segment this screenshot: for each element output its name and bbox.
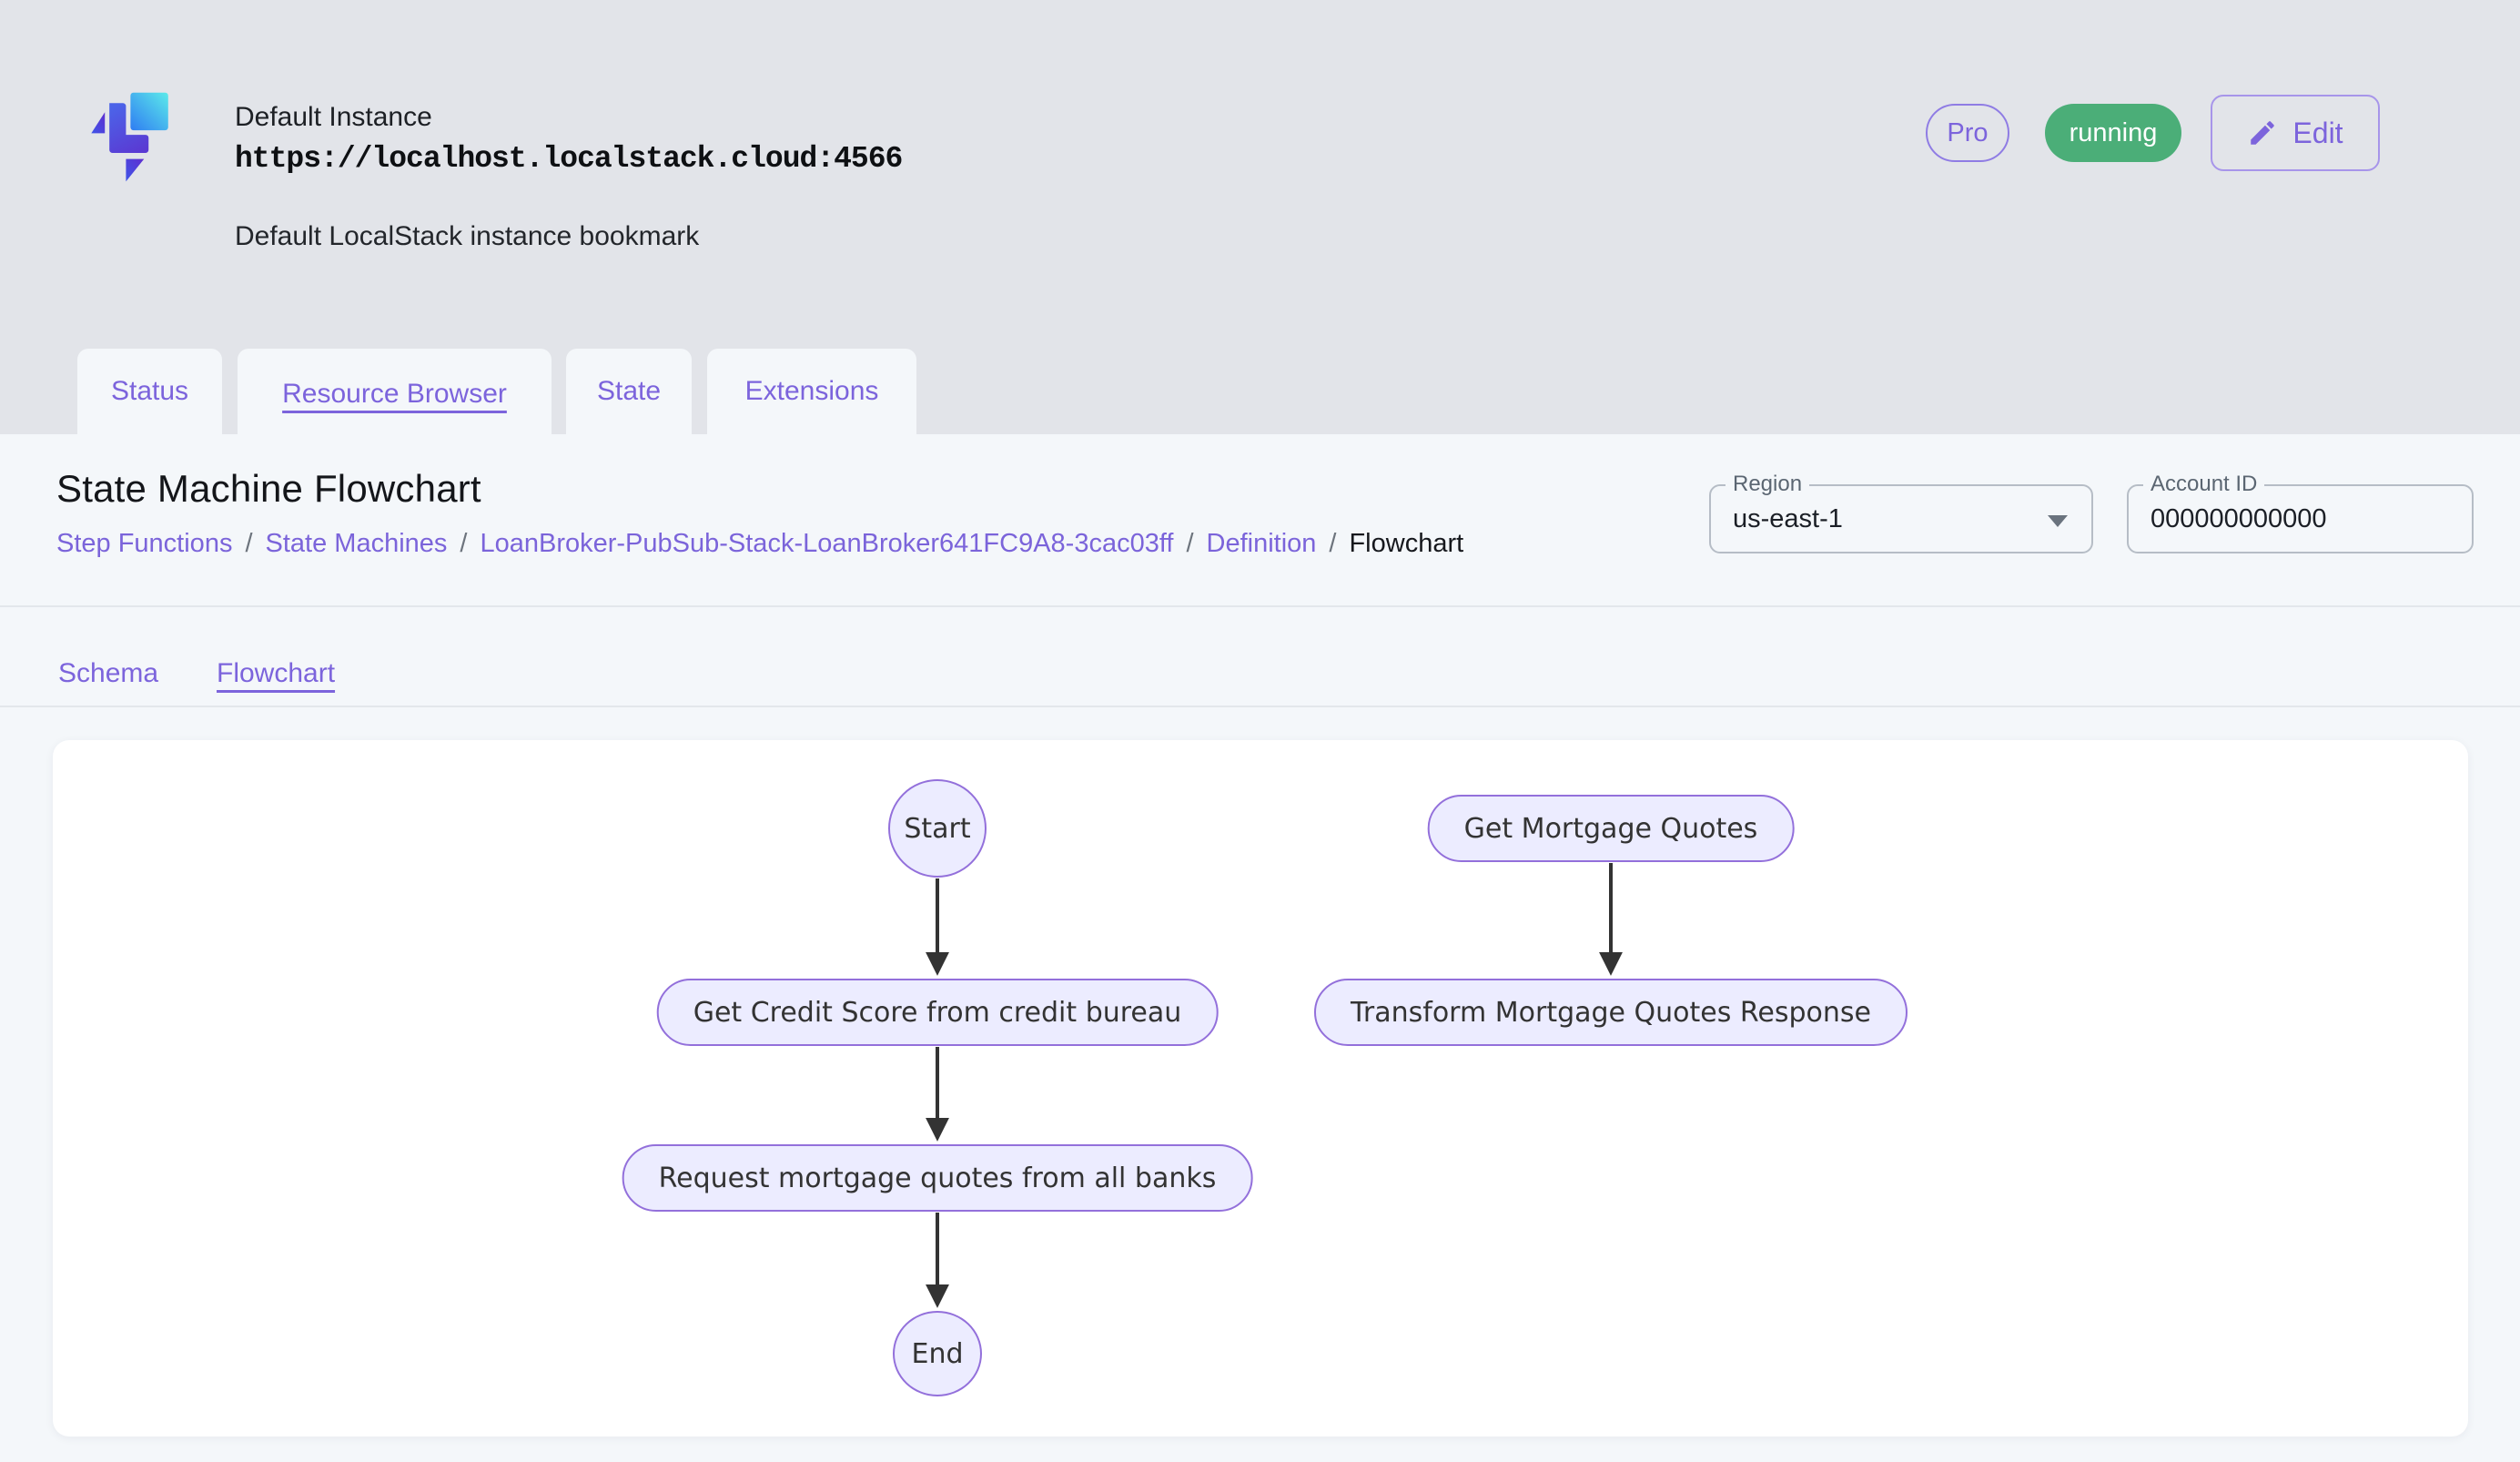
page-title: State Machine Flowchart	[56, 467, 481, 511]
breadcrumb-separator: /	[460, 529, 467, 559]
tab-extensions-label: Extensions	[745, 376, 879, 407]
flowchart-card: Start Get Credit Score from credit burea…	[53, 740, 2468, 1437]
localstack-logo	[88, 91, 185, 197]
account-id-field[interactable]: Account ID	[2127, 484, 2474, 553]
breadcrumb-state-machine-name[interactable]: LoanBroker-PubSub-Stack-LoanBroker641FC9…	[480, 529, 1173, 559]
content-panel: State Machine Flowchart Step Functions /…	[0, 434, 2520, 1462]
divider	[0, 706, 2520, 707]
flow-node-transform-response: Transform Mortgage Quotes Response	[1314, 979, 1908, 1046]
flow-node-get-mortgage-quotes-label: Get Mortgage Quotes	[1464, 813, 1758, 845]
flow-node-end-label: End	[911, 1338, 963, 1370]
tab-resource-browser[interactable]: Resource Browser	[238, 349, 552, 440]
pro-badge: Pro	[1926, 104, 2009, 162]
breadcrumb: Step Functions / State Machines / LoanBr…	[56, 529, 1463, 559]
pro-badge-label: Pro	[1947, 118, 1988, 148]
tab-resource-browser-label: Resource Browser	[282, 379, 507, 410]
breadcrumb-step-functions[interactable]: Step Functions	[56, 529, 232, 559]
breadcrumb-flowchart: Flowchart	[1349, 529, 1463, 559]
flow-node-transform-response-label: Transform Mortgage Quotes Response	[1351, 997, 1871, 1029]
divider	[0, 605, 2520, 607]
region-value: us-east-1	[1733, 486, 1843, 552]
chevron-down-icon	[2048, 515, 2068, 527]
breadcrumb-state-machines[interactable]: State Machines	[266, 529, 448, 559]
flow-node-get-credit-score-label: Get Credit Score from credit bureau	[693, 997, 1182, 1029]
flow-node-get-credit-score: Get Credit Score from credit bureau	[657, 979, 1219, 1046]
breadcrumb-separator: /	[1186, 529, 1193, 559]
breadcrumb-separator: /	[245, 529, 252, 559]
instance-description: Default LocalStack instance bookmark	[235, 221, 699, 252]
tab-status[interactable]: Status	[77, 349, 222, 434]
subtab-schema[interactable]: Schema	[58, 642, 158, 706]
tab-status-label: Status	[111, 376, 188, 407]
instance-url: https://localhost.localstack.cloud:4566	[235, 142, 902, 176]
tab-state-label: State	[597, 376, 661, 407]
subtab-flowchart-label: Flowchart	[217, 658, 335, 689]
edit-button-label: Edit	[2292, 117, 2343, 150]
pencil-icon	[2247, 117, 2278, 148]
flow-node-end: End	[893, 1311, 982, 1396]
region-select[interactable]: Region us-east-1	[1709, 484, 2093, 553]
flow-node-request-quotes: Request mortgage quotes from all banks	[622, 1144, 1253, 1212]
subtab-flowchart[interactable]: Flowchart	[217, 642, 335, 706]
flow-node-start: Start	[888, 779, 987, 878]
status-badge: running	[2045, 104, 2181, 162]
flowchart-edges	[53, 740, 2468, 1437]
account-id-input[interactable]	[2151, 486, 2451, 552]
tab-extensions[interactable]: Extensions	[707, 349, 916, 434]
status-badge-label: running	[2070, 118, 2158, 148]
flow-node-request-quotes-label: Request mortgage quotes from all banks	[659, 1162, 1217, 1194]
tab-state[interactable]: State	[566, 349, 692, 434]
flow-node-get-mortgage-quotes: Get Mortgage Quotes	[1428, 795, 1795, 862]
instance-name: Default Instance	[235, 102, 432, 133]
edit-button[interactable]: Edit	[2211, 95, 2380, 171]
breadcrumb-definition[interactable]: Definition	[1207, 529, 1317, 559]
flow-node-start-label: Start	[904, 813, 970, 845]
breadcrumb-separator: /	[1329, 529, 1336, 559]
subtab-schema-label: Schema	[58, 658, 158, 689]
